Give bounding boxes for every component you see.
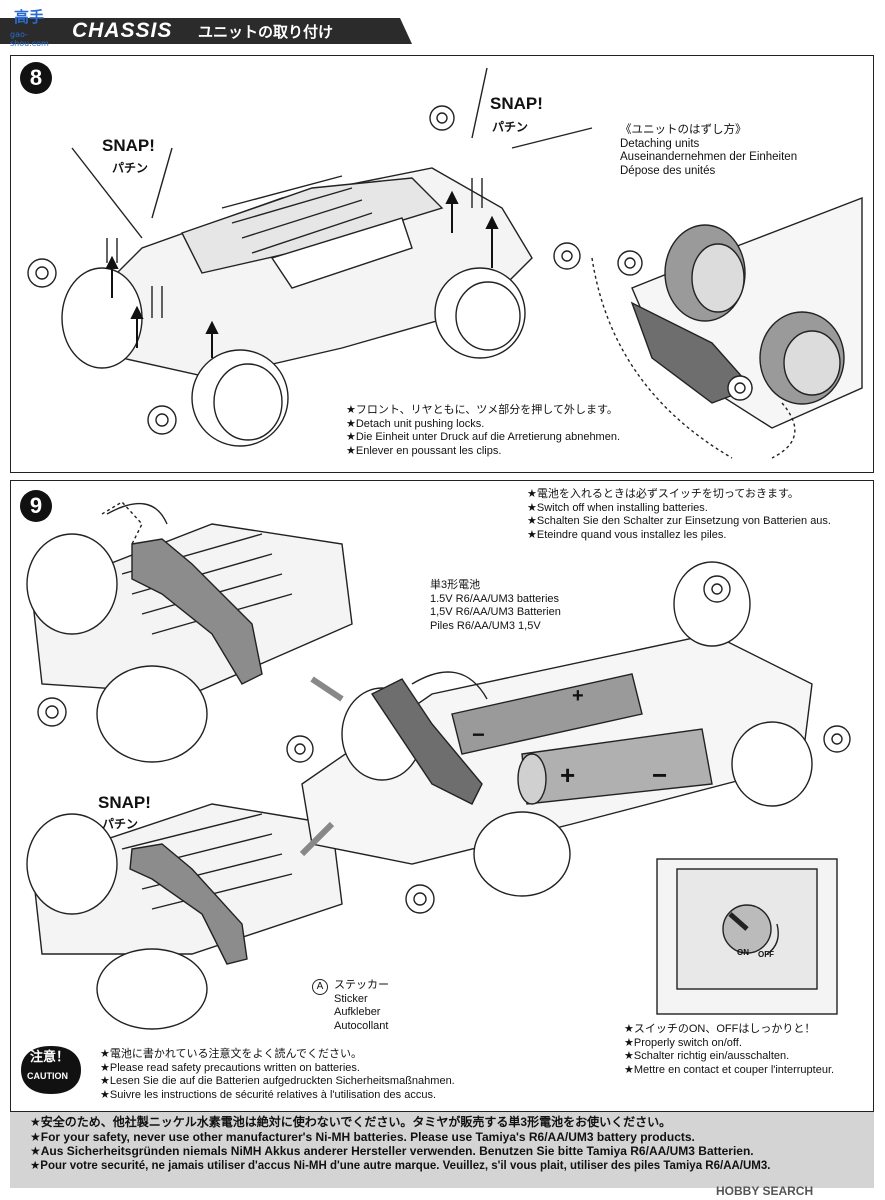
switch-off-label: OFF <box>758 950 774 959</box>
step-8-note-jp: ★フロント、リヤともに、ツメ部分を押して外します。 <box>346 404 618 416</box>
switch-off-fr: ★Eteindre quand vous installez les piles… <box>527 528 727 541</box>
caution-line-fr: ★Suivre les instructions de sécurité rel… <box>100 1088 436 1101</box>
safety-line-en: ★For your safety, never use other manufa… <box>30 1129 695 1144</box>
battery-de: 1,5V R6/AA/UM3 Batterien <box>430 606 561 618</box>
safety-lines: ★安全のため、他社製ニッケル水素電池は絶対に使わないでください。タミヤが販売する… <box>30 1115 770 1173</box>
detach-line-en: Detaching units <box>620 137 700 150</box>
detach-line-fr: Dépose des unités <box>620 164 716 177</box>
safety-line-fr: ★Pour votre securité, ne jamais utiliser… <box>30 1159 771 1172</box>
battery-fr: Piles R6/AA/UM3 1,5V <box>430 619 541 632</box>
switch-off-en: ★Switch off when installing batteries. <box>527 501 708 514</box>
battery-jp: 単3形電池 <box>430 579 481 591</box>
sticker-jp: ステッカー <box>334 979 389 991</box>
page-header: 高手 gao-shou.com CHASSIS ユニットの取り付け <box>0 0 885 50</box>
step-9-assembly-illustration: + − + − <box>26 501 851 1030</box>
switch-on-label: ON <box>737 948 749 957</box>
switch-note-de: ★Schalter richtig ein/ausschalten. <box>624 1050 790 1062</box>
battery-label: 単3形電池 1.5V R6/AA/UM3 batteries 1,5V R6/A… <box>430 579 561 633</box>
switch-note-en: ★Properly switch on/off. <box>624 1036 742 1049</box>
sticker-mark: A <box>312 979 328 995</box>
caution-badge <box>21 1046 81 1094</box>
svg-text:−: − <box>652 760 667 790</box>
step-8-chassis-illustration <box>27 67 863 459</box>
safety-line-de: ★Aus Sicherheitsgründen niemals NiMH Akk… <box>30 1144 754 1158</box>
detach-line-de: Auseinandernehmen der Einheiten <box>620 151 798 163</box>
switch-off-warning: ★電池を入れるときは必ずスイッチを切っておきます。 ★Switch off wh… <box>527 488 831 542</box>
battery-en: 1.5V R6/AA/UM3 batteries <box>430 592 560 605</box>
svg-text:+: + <box>560 760 575 790</box>
step-8-note-en: ★Detach unit pushing locks. <box>346 417 485 430</box>
detach-units-label: 《ユニットのはずし方》 Detaching units Auseinandern… <box>620 124 797 178</box>
sticker-fr: Autocollant <box>334 1019 389 1032</box>
logo-url: gao-shou.com <box>10 30 49 48</box>
safety-line-jp: ★安全のため、他社製ニッケル水素電池は絶対に使わないでください。タミヤが販売する… <box>30 1115 672 1129</box>
sticker-en: Sticker <box>334 992 368 1005</box>
switch-off-jp: ★電池を入れるときは必ずスイッチを切っておきます。 <box>527 488 799 500</box>
step-8-note-de: ★Die Einheit unter Druck auf die Arretie… <box>346 431 621 443</box>
svg-text:+: + <box>572 685 584 707</box>
step-8-note-fr: ★Enlever en poussant les clips. <box>346 444 502 457</box>
switch-notes: ★スイッチのON、OFFはしっかりと！ ★Properly switch on/… <box>624 1023 834 1077</box>
page-subtitle: ユニットの取り付け <box>198 24 334 41</box>
logo-text: 高手 <box>14 8 45 26</box>
step-8-snap-right: SNAP! <box>490 94 543 113</box>
safety-banner: ★安全のため、他社製ニッケル水素電池は絶対に使わないでください。タミヤが販売する… <box>10 1112 874 1188</box>
caution-line-en: ★Please read safety precautions written … <box>100 1061 360 1074</box>
site-logo: 高手 gao-shou.com <box>4 2 64 48</box>
detach-line-jp: 《ユニットのはずし方》 <box>620 124 747 136</box>
sticker-label: ステッカー Sticker Aufkleber Autocollant <box>334 979 389 1033</box>
switch-note-fr: ★Mettre en contact et couper l'interrupt… <box>624 1063 835 1076</box>
step-8-snap-left-jp: パチン <box>112 161 149 175</box>
step-9-snap-jp: パチン <box>102 817 139 831</box>
step-8-snap-right-jp: パチン <box>492 120 529 134</box>
switch-note-jp: ★スイッチのON、OFFはしっかりと！ <box>624 1023 816 1035</box>
caution-line-de: ★Lesen Sie die auf die Batterien aufgedr… <box>100 1075 455 1087</box>
step-8-number: 8 <box>20 62 52 94</box>
switch-off-de: ★Schalten Sie den Schalter zur Einsetzun… <box>527 515 831 527</box>
caution-line-jp: ★電池に書かれている注意文をよく読んでください。 <box>100 1048 362 1060</box>
step-8-snap-left: SNAP! <box>102 136 155 155</box>
page-title: CHASSIS <box>72 19 173 42</box>
step-9-snap: SNAP! <box>98 793 151 812</box>
step-9-number: 9 <box>20 490 52 522</box>
watermark: HOBBY SEARCH <box>716 1184 814 1198</box>
step-8-notes: ★フロント、リヤともに、ツメ部分を押して外します。 ★Detach unit p… <box>346 404 620 458</box>
header-bar <box>0 18 412 44</box>
caution-en: CAUTION <box>27 1071 68 1081</box>
caution-lines: ★電池に書かれている注意文をよく読んでください。 ★Please read sa… <box>100 1048 455 1102</box>
sticker-de: Aufkleber <box>334 1006 381 1018</box>
caution-jp: 注意！ <box>30 1049 70 1064</box>
svg-text:−: − <box>472 722 485 747</box>
